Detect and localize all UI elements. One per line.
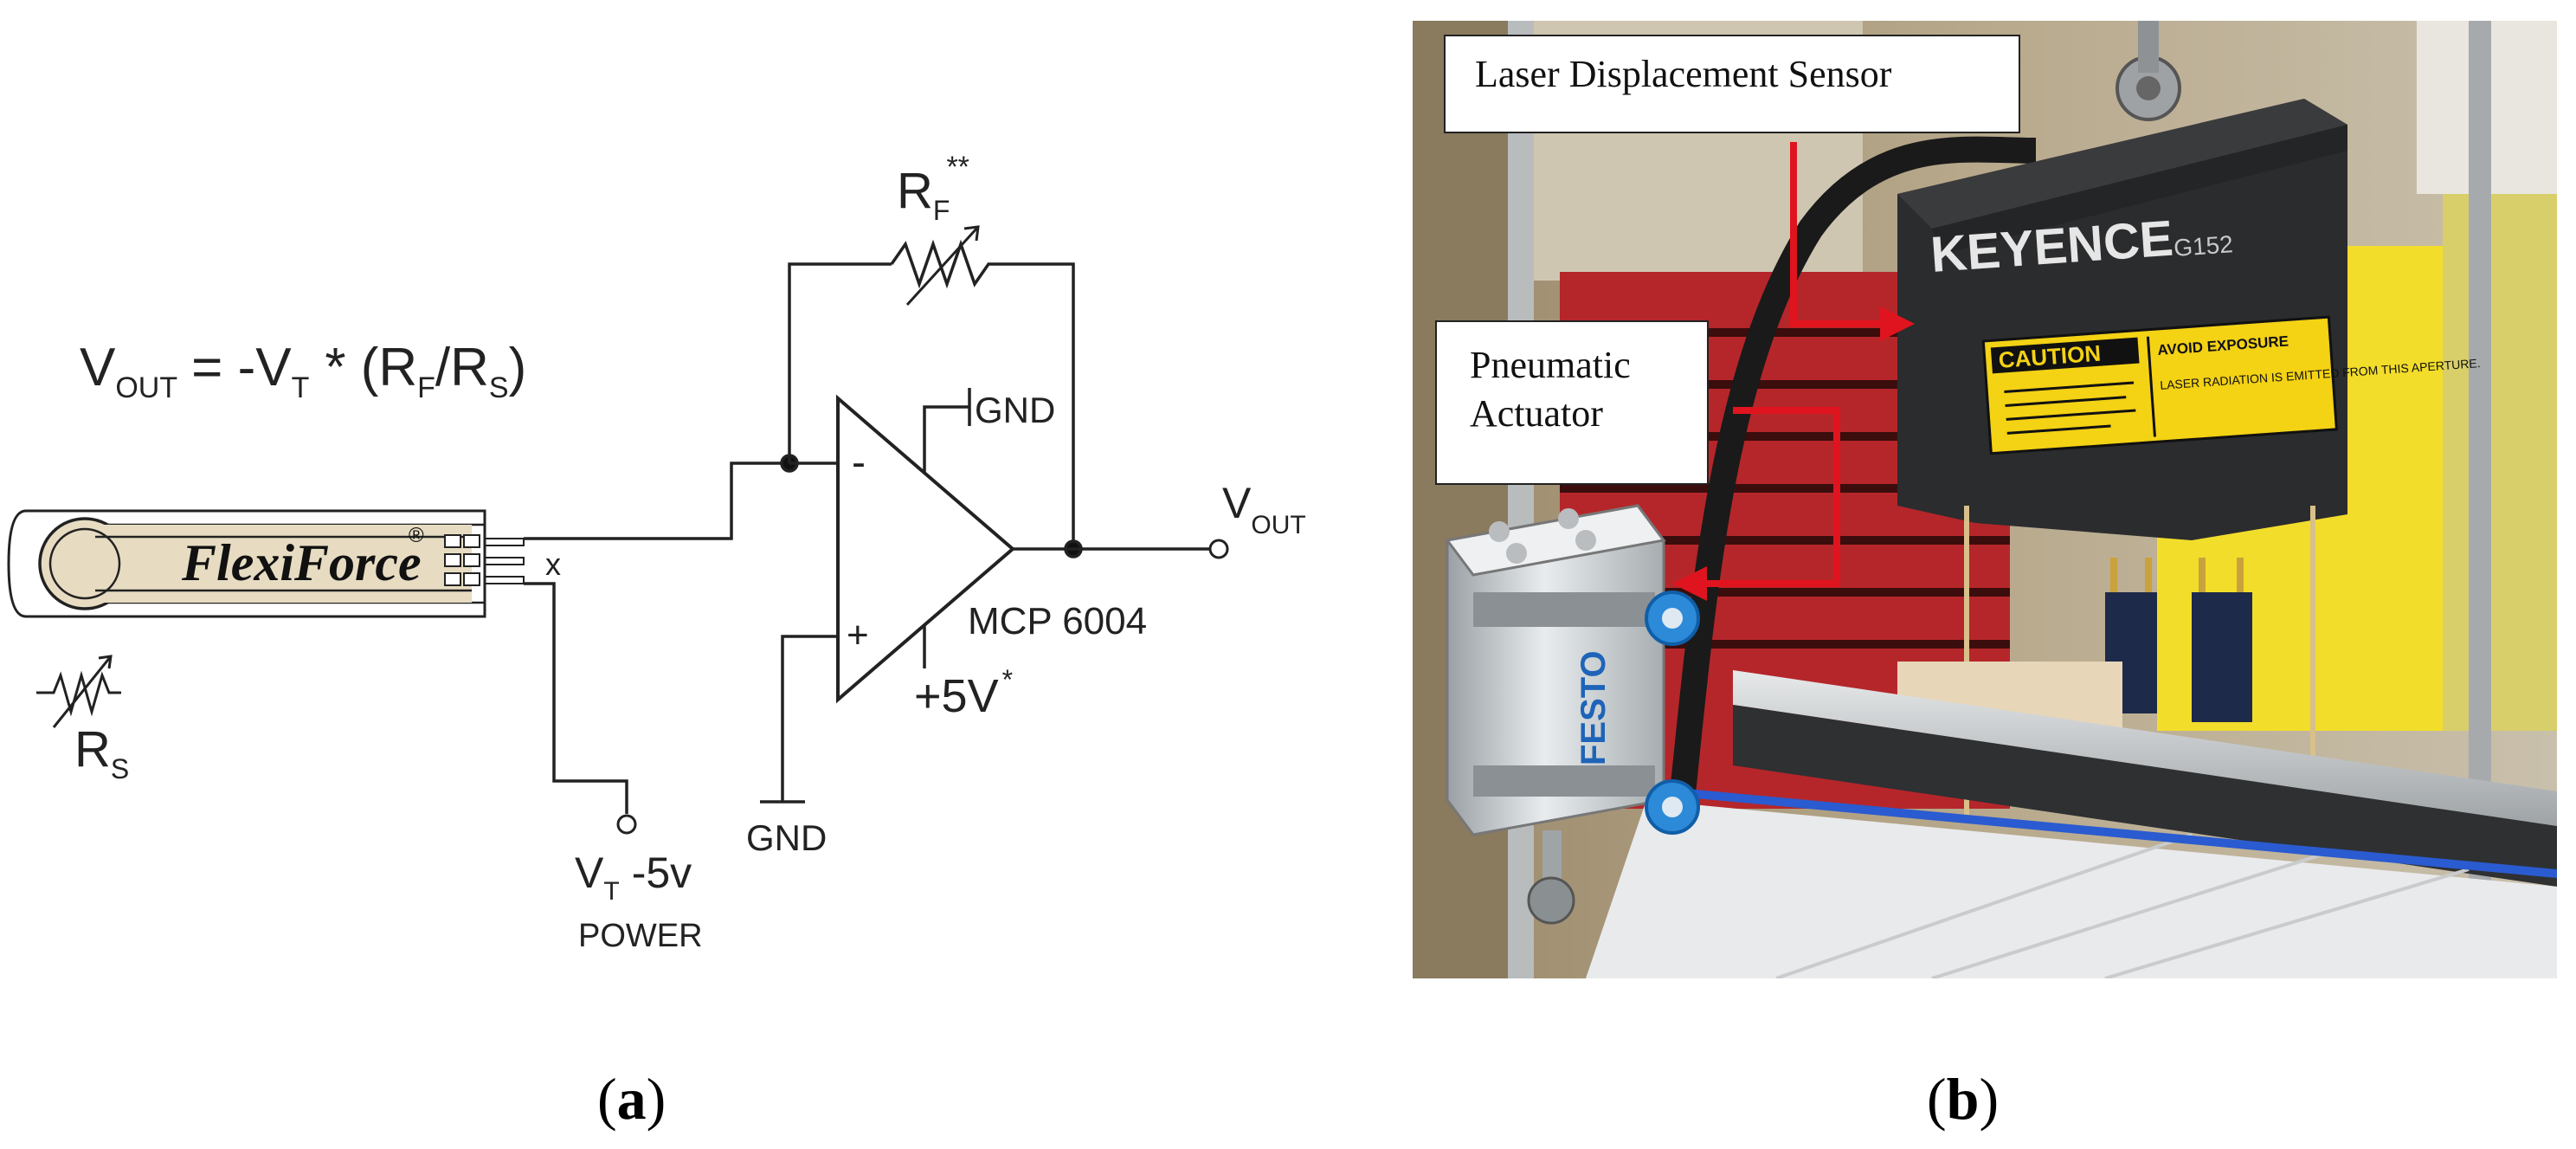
arrow-to-actuator [1672,407,1840,601]
sensor-brand-text: FlexiForce [181,534,422,591]
opamp-name: MCP 6004 [968,600,1147,642]
callout-pneumatic-line2: Actuator [1470,392,1603,435]
caption-b: (b) [1927,1066,2000,1132]
vt-terminal [616,814,637,835]
callout-pneumatic-line1: Pneumatic [1470,344,1631,386]
callout-laser-text: Laser Displacement Sensor [1475,53,1892,95]
wire-sensor-to-vt [524,582,628,814]
aluminium-rail [1733,670,2557,826]
callout-pneumatic-actuator: Pneumatic Actuator [1435,320,1709,485]
laser-sensor-body: KEYENCE G152 CAUTION AVOID EXPOSURE LASE… [1897,21,2481,540]
caption-a: (a) [597,1066,667,1132]
callout-laser-sensor: Laser Displacement Sensor [1444,35,2020,133]
white-platform [1586,800,2557,978]
rs-resistor-symbol [36,655,121,728]
noninverting-to-gnd-wire [760,635,838,804]
rf-label: RF** [897,151,969,226]
arrow-to-laser-sensor [1790,142,1915,341]
pin-x-mark: x [545,546,561,582]
sensor-model: G152 [2173,230,2233,261]
gnd-bottom-label: GND [746,817,827,858]
sensor-board-right [2192,592,2252,722]
experimental-setup-photo: KEYENCE G152 CAUTION AVOID EXPOSURE LASE… [1413,21,2557,978]
flexiforce-sensor: FlexiForce ® [7,509,525,618]
opamp-plus: + [847,614,869,656]
vout-formula: VOUT= -VT* (RF/RS) [80,338,526,404]
power-label: POWER [578,918,703,954]
rf-resistor-symbol [890,225,1075,550]
vout-terminal [1208,539,1229,559]
rs-label: RS [74,721,129,784]
opamp-symbol [836,394,1016,704]
vout-label: VOUT [1222,479,1306,539]
wire-sensor-to-inverting [524,462,789,540]
supply-label: +5V* [914,664,1013,722]
caution-label: CAUTION AVOID EXPOSURE LASER RADIATION I… [1981,315,2481,455]
sensor-cable [1659,136,2037,888]
gnd-top-wire [923,388,971,472]
vt-label: VT-5v [575,849,692,906]
feedback-wire [788,262,892,463]
festo-logo: FESTO [1575,650,1613,765]
gnd-top-label: GND [975,390,1055,430]
circuit-diagram: VOUT= -VT* (RF/RS) FlexiForce ® x RS [7,151,1306,954]
opamp-minus: - [852,440,866,486]
pneumatic-actuator: FESTO [1445,504,1700,925]
registered-mark: ® [409,524,424,547]
